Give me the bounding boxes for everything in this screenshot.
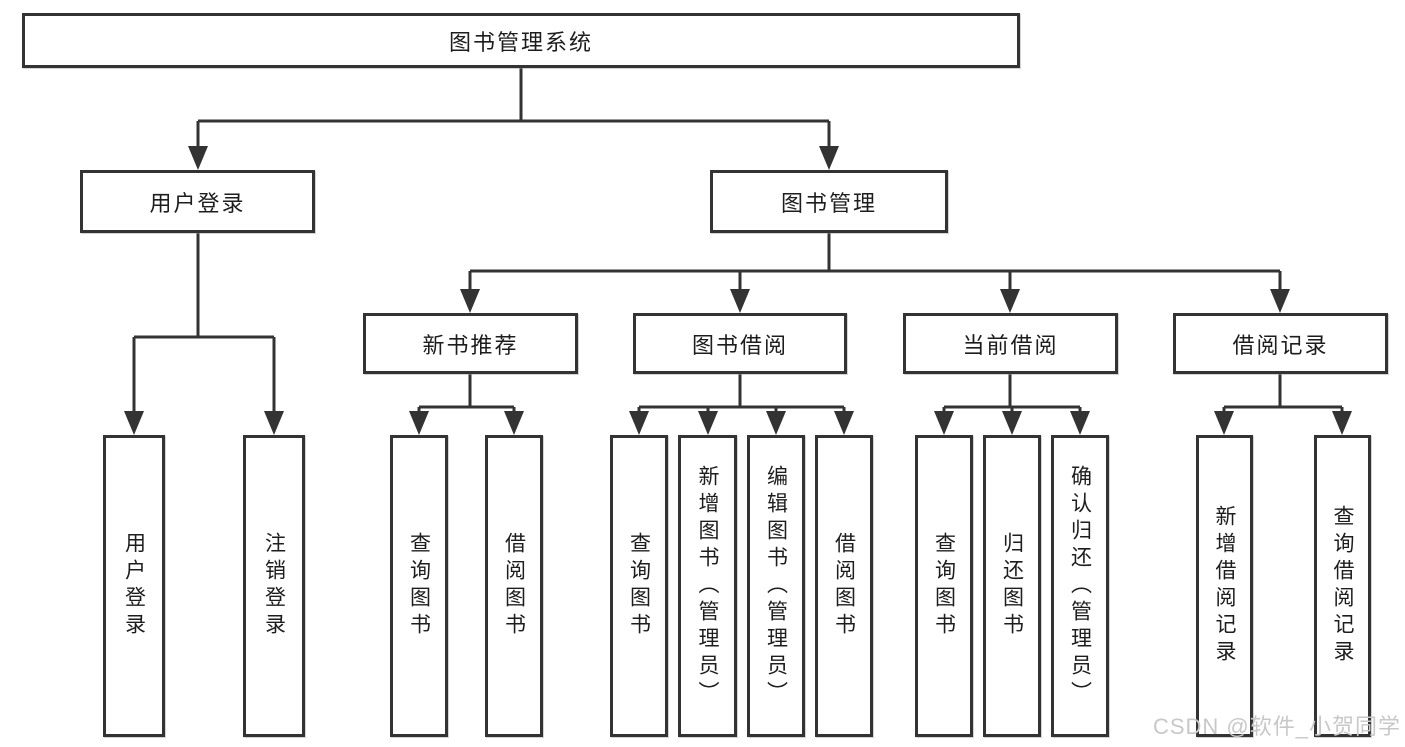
node-leaf-edit-books-admin-label: 编辑图书（管理员） bbox=[764, 464, 788, 708]
node-leaf-query-books-recommend-label: 查询图书 bbox=[407, 532, 431, 640]
node-leaf-query-borrow-record: 查询借阅记录 bbox=[1314, 435, 1371, 737]
node-current-borrowing: 当前借阅 bbox=[903, 313, 1118, 374]
node-leaf-logout-label: 注销登录 bbox=[262, 532, 286, 640]
node-leaf-logout: 注销登录 bbox=[243, 435, 305, 737]
node-leaf-borrow-books-recommend-label: 借阅图书 bbox=[502, 532, 526, 640]
node-book-borrowing-label: 图书借阅 bbox=[691, 332, 788, 358]
node-borrowing-records-label: 借阅记录 bbox=[1232, 332, 1329, 358]
node-new-book-recommend: 新书推荐 bbox=[363, 313, 578, 374]
node-current-borrowing-label: 当前借阅 bbox=[962, 332, 1059, 358]
connector-bookmgmt-level3 bbox=[468, 233, 1282, 292]
node-book-management-label: 图书管理 bbox=[780, 190, 877, 216]
node-leaf-borrow-books: 借阅图书 bbox=[815, 435, 873, 737]
node-leaf-return-books: 归还图书 bbox=[983, 435, 1041, 737]
node-leaf-user-login-label: 用户登录 bbox=[122, 532, 146, 640]
node-leaf-return-books-label: 归还图书 bbox=[1000, 532, 1024, 640]
connector-userlogin-leaves bbox=[132, 233, 276, 413]
node-leaf-query-books-current: 查询图书 bbox=[915, 435, 973, 737]
node-borrowing-records: 借阅记录 bbox=[1173, 313, 1388, 374]
node-new-book-recommend-label: 新书推荐 bbox=[422, 332, 519, 358]
node-book-borrowing: 图书借阅 bbox=[633, 313, 847, 374]
connector-newbook-leaves bbox=[417, 374, 516, 413]
node-leaf-add-books-admin: 新增图书（管理员） bbox=[678, 435, 737, 737]
node-library-management-system: 图书管理系统 bbox=[22, 13, 1020, 68]
node-library-management-system-label: 图书管理系统 bbox=[448, 29, 593, 55]
node-leaf-confirm-return-admin-label: 确认归还（管理员） bbox=[1068, 464, 1092, 708]
connector-borrowing-leaves bbox=[637, 374, 846, 413]
node-leaf-query-borrow-record-label: 查询借阅记录 bbox=[1331, 505, 1354, 667]
node-user-login-label: 用户登录 bbox=[149, 190, 246, 216]
node-leaf-query-books-borrowing-label: 查询图书 bbox=[627, 532, 651, 640]
csdn-watermark: CSDN @软件_小贺同学 bbox=[1152, 714, 1401, 739]
node-leaf-edit-books-admin: 编辑图书（管理员） bbox=[747, 435, 805, 737]
connector-current-leaves bbox=[942, 374, 1082, 413]
node-leaf-borrow-books-recommend: 借阅图书 bbox=[485, 435, 543, 737]
connector-root-level2 bbox=[196, 68, 831, 150]
node-user-login: 用户登录 bbox=[80, 170, 315, 233]
node-leaf-add-borrow-record: 新增借阅记录 bbox=[1196, 435, 1253, 737]
node-leaf-query-books-borrowing: 查询图书 bbox=[610, 435, 668, 737]
node-leaf-add-books-admin-label: 新增图书（管理员） bbox=[696, 464, 719, 708]
node-leaf-query-books-recommend: 查询图书 bbox=[390, 435, 448, 737]
node-leaf-user-login: 用户登录 bbox=[103, 435, 165, 737]
node-book-management: 图书管理 bbox=[710, 170, 948, 233]
node-leaf-add-borrow-record-label: 新增借阅记录 bbox=[1213, 505, 1236, 667]
connector-records-leaves bbox=[1222, 374, 1344, 413]
node-leaf-query-books-current-label: 查询图书 bbox=[932, 532, 956, 640]
node-leaf-confirm-return-admin: 确认归还（管理员） bbox=[1051, 435, 1109, 737]
node-leaf-borrow-books-label: 借阅图书 bbox=[832, 532, 856, 640]
arrowheads bbox=[124, 146, 1352, 435]
